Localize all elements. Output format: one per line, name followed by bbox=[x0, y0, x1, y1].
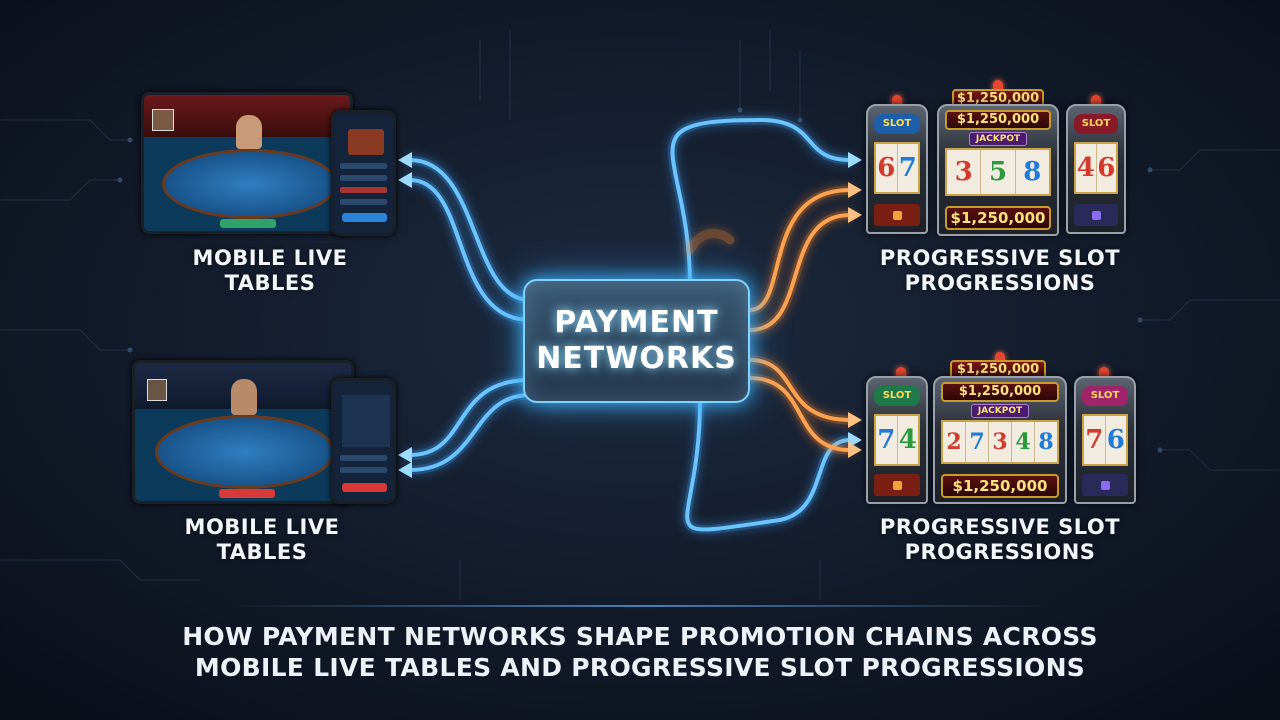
jackpot-display: $1,250,000 bbox=[945, 110, 1051, 130]
node-label-mobile-live-tables-bottom: MOBILE LIVE TABLES bbox=[184, 515, 340, 564]
slot-top-label: SLOT bbox=[1074, 114, 1118, 134]
node-label-mobile-live-tables-top: MOBILE LIVE TABLES bbox=[192, 246, 348, 295]
caption-divider bbox=[230, 605, 1050, 607]
hub-label-line1: PAYMENT bbox=[554, 305, 719, 340]
slot-top-label: SLOT bbox=[874, 386, 920, 406]
caption-line-1: HOW PAYMENT NETWORKS SHAPE PROMOTION CHA… bbox=[182, 622, 1098, 651]
slot-top-label: SLOT bbox=[874, 114, 920, 134]
circuit-nodes bbox=[117, 107, 1163, 453]
blue-flows bbox=[405, 115, 855, 534]
orange-arrowheads bbox=[848, 182, 862, 458]
node-label-progressive-slot-bottom: PROGRESSIVE SLOT PROGRESSIONS bbox=[879, 515, 1121, 564]
payment-networks-hub: PAYMENT NETWORKS bbox=[523, 279, 750, 403]
node-label-progressive-slot-top: PROGRESSIVE SLOT PROGRESSIONS bbox=[879, 246, 1121, 295]
dealer-avatar bbox=[236, 115, 262, 149]
jackpot-label: JACKPOT bbox=[971, 404, 1029, 418]
orange-flows bbox=[685, 185, 855, 455]
dealer-avatar bbox=[231, 379, 257, 415]
circuit-lines bbox=[0, 30, 1280, 600]
phone-live-table-bottom bbox=[331, 378, 396, 504]
tablet-live-table-top bbox=[141, 92, 353, 234]
hub-label-line2: NETWORKS bbox=[536, 341, 737, 376]
caption-line-2: MOBILE LIVE TABLES AND PROGRESSIVE SLOT … bbox=[194, 653, 1086, 682]
jackpot-label: JACKPOT bbox=[969, 132, 1027, 146]
jackpot-display: $1,250,000 bbox=[945, 206, 1051, 230]
jackpot-display: $1,250,000 bbox=[941, 382, 1059, 402]
slot-top-label: SLOT bbox=[1082, 386, 1128, 406]
jackpot-display: $1,250,000 bbox=[941, 474, 1059, 498]
tablet-live-table-bottom bbox=[132, 360, 354, 504]
phone-live-table-top bbox=[331, 110, 396, 236]
